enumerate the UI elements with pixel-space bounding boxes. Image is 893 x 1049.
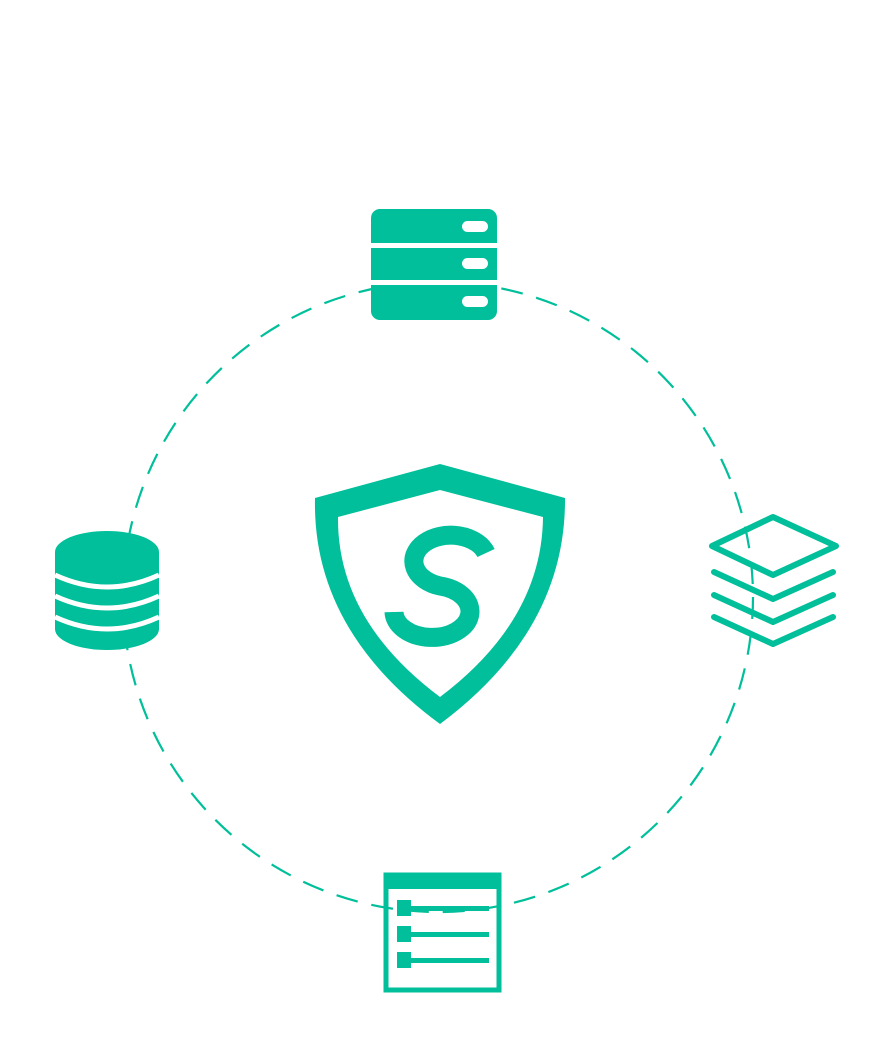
server-rack-icon — [371, 209, 497, 320]
database-icon — [53, 531, 161, 650]
stacked-layers-icon — [709, 514, 839, 647]
list-document-icon — [383, 872, 502, 993]
shield-s-icon — [314, 464, 566, 724]
